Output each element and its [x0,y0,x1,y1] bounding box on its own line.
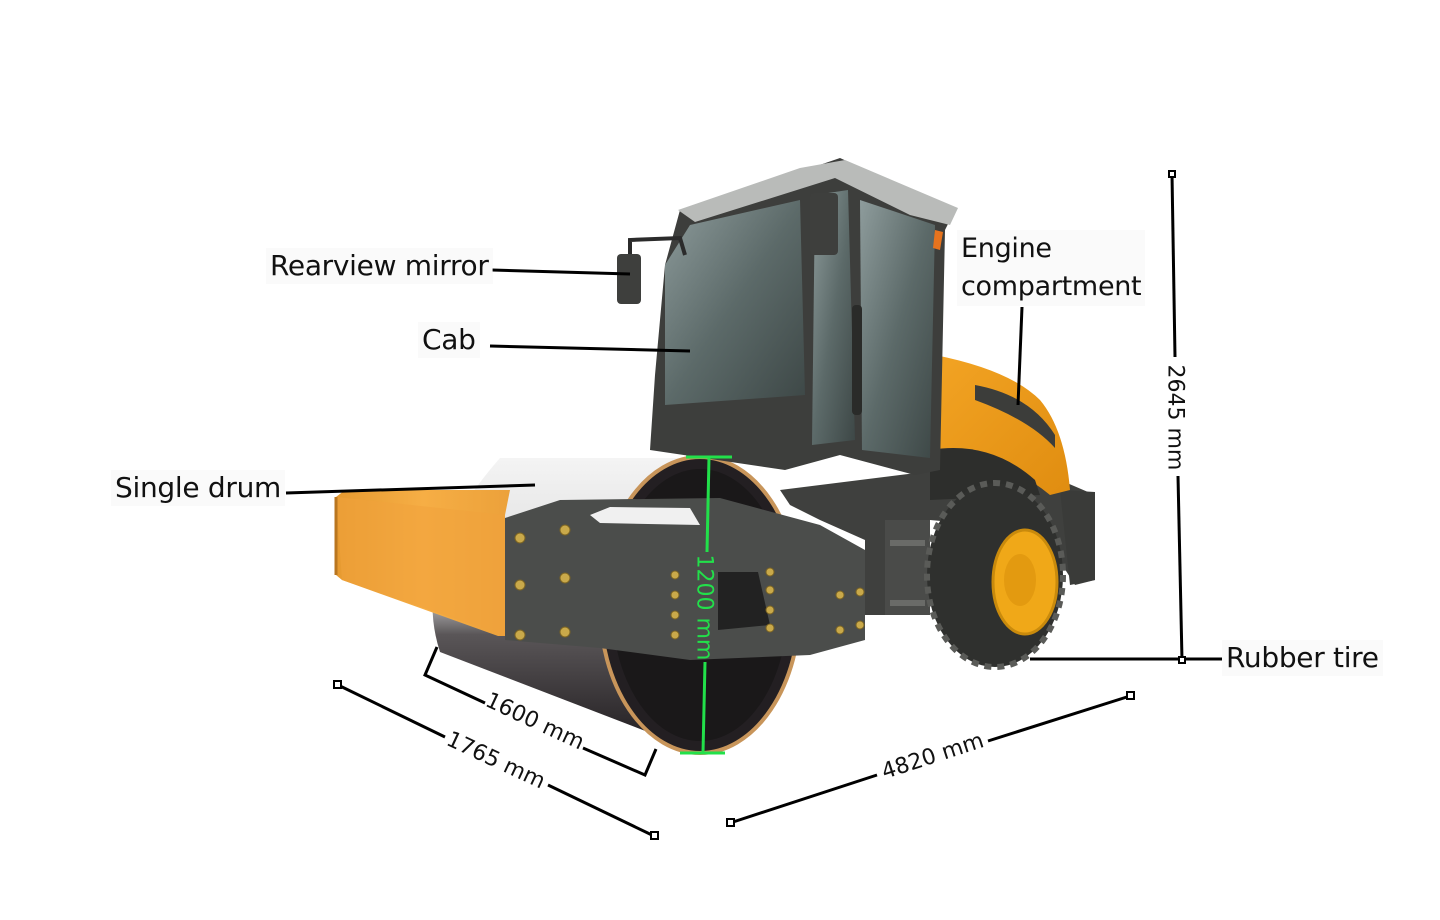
label-rubber-tire: Rubber tire [1222,640,1383,677]
front-beam [334,490,510,636]
dim-label-drum-diameter: 1200 mm [691,554,717,661]
engine-compartment [930,355,1070,500]
leader-single-drum [285,483,536,495]
dimension-drum-width [423,646,658,777]
drum-side-plate [505,498,865,660]
label-engine-line2: compartment [961,271,1142,302]
dimension-drum-diameter [680,455,732,755]
label-engine-compartment: Engine compartment [957,230,1146,306]
label-engine-line1: Engine [961,233,1052,264]
callout-leaders [285,268,1222,661]
cab [650,158,958,475]
dimension-overall-length [726,691,1135,827]
dimension-overall-width [333,680,659,840]
leader-engine-compartment [1016,306,1024,406]
dim-label-height: 2645 mm [1162,364,1188,471]
label-single-drum: Single drum [111,470,285,507]
leader-rearview-mirror [491,268,631,276]
rubber-tire [924,480,1066,670]
leader-cab [489,344,691,353]
rearview-mirror [617,193,838,304]
label-rearview-mirror: Rearview mirror [266,248,493,285]
label-cab: Cab [418,322,480,359]
dimension-height [1168,170,1186,664]
